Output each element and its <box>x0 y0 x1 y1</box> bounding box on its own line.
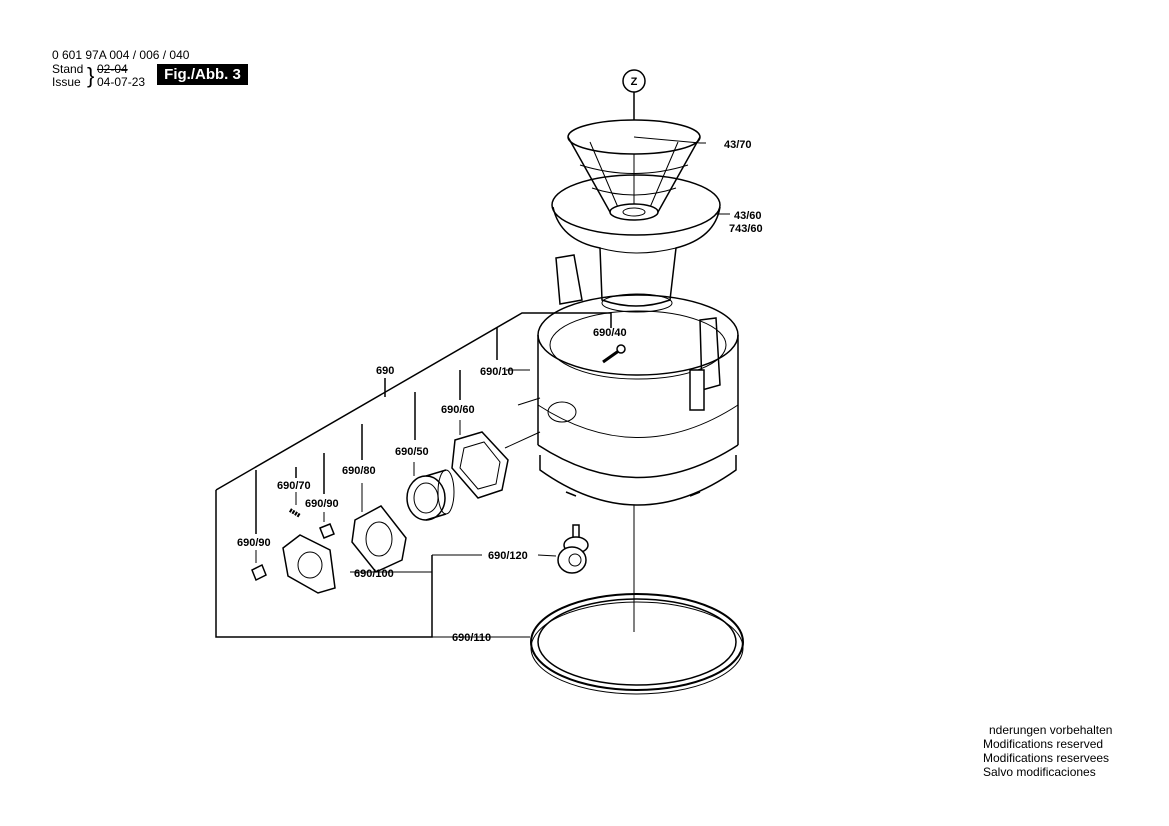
funnel-hopper <box>551 174 721 313</box>
issue-date: 04-07-23 <box>97 75 146 89</box>
callout-690-120: 690/120 <box>488 550 528 562</box>
outer-frame <box>282 534 336 594</box>
callout-43-60: 43/60 <box>734 210 762 222</box>
callout-690-80: 690/80 <box>342 465 376 477</box>
leader-lines <box>215 136 730 638</box>
callout-690-90-upper: 690/90 <box>305 498 339 510</box>
callout-690-10: 690/10 <box>480 366 514 378</box>
callout-z: Z <box>631 76 638 88</box>
figure-label: Fig./Abb. 3 <box>157 64 248 85</box>
callout-743-60: 743/60 <box>729 223 763 235</box>
latch-parts <box>251 508 335 582</box>
hose-sleeve <box>406 469 455 521</box>
screw-part <box>602 344 626 364</box>
footer-line-en: Modifications reserved <box>983 737 1104 751</box>
issue-label: Issue <box>52 75 81 89</box>
stand-date: 02-04 <box>97 62 128 76</box>
filter-basket <box>567 119 701 221</box>
caster-wheel <box>557 524 589 574</box>
stand-label: Stand <box>52 62 84 76</box>
callout-690-40: 690/40 <box>593 327 627 339</box>
mounting-plate <box>351 505 407 573</box>
footer-line-es: Salvo modificaciones <box>983 765 1096 779</box>
callout-690-100: 690/100 <box>354 568 394 580</box>
callout-690-50: 690/50 <box>395 446 429 458</box>
callout-690-90-lower: 690/90 <box>237 537 271 549</box>
callout-43-70: 43/70 <box>724 139 752 151</box>
callout-690: 690 <box>376 365 394 377</box>
gasket-frame <box>451 431 509 499</box>
seal-ring <box>530 593 744 695</box>
header-brace: } <box>87 63 95 88</box>
callout-690-70: 690/70 <box>277 480 311 492</box>
callout-690-110: 690/110 <box>452 632 491 644</box>
detail-z-marker: Z <box>622 69 646 122</box>
callout-690-60: 690/60 <box>441 404 475 416</box>
part-number: 0 601 97A 004 / 006 / 040 <box>52 48 190 62</box>
footer-line-fr: Modifications reservees <box>983 751 1110 765</box>
container-housing <box>537 254 739 506</box>
footer-line-de: nderungen vorbehalten <box>989 723 1113 737</box>
modifications-note: nderungen vorbehalten Modifications rese… <box>983 723 1112 779</box>
